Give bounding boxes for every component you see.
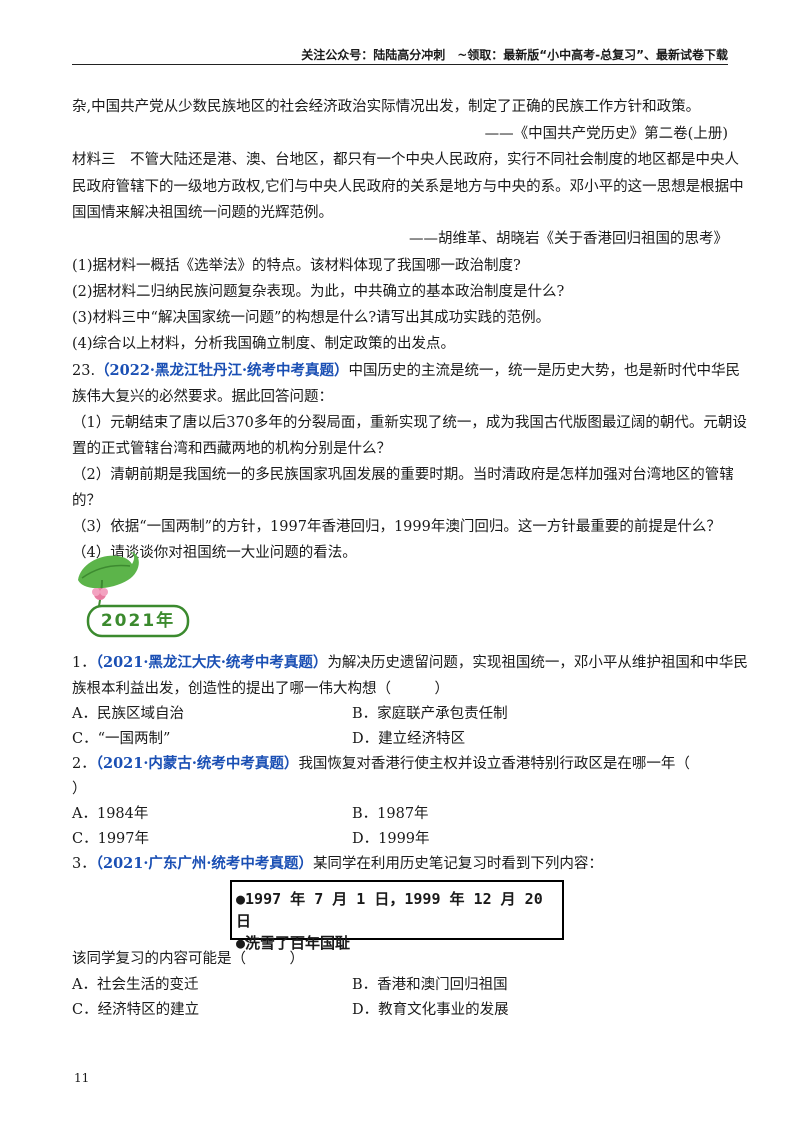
q23-part2-line1: （2）清朝前期是我国统一的多民族国家巩固发展的重要时期。当时清政府是怎样加强对台… bbox=[72, 467, 734, 483]
q1-option-d[interactable]: D．建立经济特区 bbox=[352, 731, 466, 747]
q2-stem-line2: ） bbox=[72, 781, 87, 797]
history-note-box: ●1997 年 7 月 1 日，1999 年 12 月 20 日 ●洗雪了百年国… bbox=[230, 880, 564, 952]
year-badge: 2021年 bbox=[72, 550, 198, 642]
q2-option-a[interactable]: A．1984年 bbox=[72, 806, 149, 822]
q22-part3: (3)材料三中“解决国家统一问题”的构想是什么?请写出其成功实践的范例。 bbox=[72, 310, 551, 326]
q22-part2: (2)据材料二归纳民族问题复杂表现。为此，中共确立的基本政治制度是什么? bbox=[72, 284, 565, 300]
q3-source: （2021·广东广州·统考中考真题） bbox=[95, 855, 313, 872]
page-header: 关注公众号：陆陆高分冲刺 ~领取：最新版“小中高考-总复习”、最新试卷下载 bbox=[301, 48, 728, 62]
q23-stem-line2: 族伟大复兴的必然要求。据此回答问题： bbox=[72, 389, 333, 405]
q23-stem-line1: 23.（2022·黑龙江牡丹江·统考中考真题）中国历史的主流是统一，统一是历史大… bbox=[72, 362, 740, 379]
header-rule bbox=[72, 64, 728, 65]
q3-option-a[interactable]: A．社会生活的变迁 bbox=[72, 977, 199, 993]
q1-stem-text: 为解决历史遗留问题，实现祖国统一，邓小平从维护祖国和中华民 bbox=[327, 655, 748, 671]
lotus-leaf-icon bbox=[78, 551, 190, 638]
year-badge-label: 2021年 bbox=[100, 611, 176, 631]
q3-stem-text: 某同学在利用历史笔记复习时看到下列内容： bbox=[312, 856, 603, 872]
material2-source: ——《中国共产党历史》第二卷(上册) bbox=[484, 126, 728, 142]
q3-stem-line1: 3．（2021·广东广州·统考中考真题）某同学在利用历史笔记复习时看到下列内容： bbox=[72, 855, 728, 872]
q3-number: 3． bbox=[72, 856, 96, 872]
q23-part4: （4）请谈谈你对祖国统一大业问题的看法。 bbox=[72, 545, 357, 561]
q23-number: 23. bbox=[72, 363, 96, 379]
q22-part4: (4)综合以上材料，分析我国确立制度、制定政策的出发点。 bbox=[72, 336, 456, 352]
q2-stem-line1: 2．（2021·内蒙古·统考中考真题）我国恢复对香港行使主权并设立香港特别行政区… bbox=[72, 755, 728, 772]
q2-stem-text: 我国恢复对香港行使主权并设立香港特别行政区是在哪一年（ bbox=[298, 756, 690, 772]
q1-option-a[interactable]: A．民族区域自治 bbox=[72, 706, 184, 722]
q23-part1-line2: 置的正式管辖台湾和西藏两地的机构分别是什么？ bbox=[72, 441, 391, 457]
material3-line3: 国国情来解决祖国统一问题的光辉范例。 bbox=[72, 205, 333, 221]
q1-source: （2021·黑龙江大庆·统考中考真题） bbox=[95, 654, 328, 671]
q1-option-c[interactable]: C．“一国两制” bbox=[72, 731, 171, 747]
q2-source: （2021·内蒙古·统考中考真题） bbox=[95, 755, 299, 772]
q23-part1-line1: （1）元朝结束了唐以后370多年的分裂局面，重新实现了统一，成为我国古代版图最辽… bbox=[72, 415, 747, 431]
note-line2: ●洗雪了百年国耻 bbox=[236, 934, 351, 952]
q23-source: （2022·黑龙江牡丹江·统考中考真题） bbox=[95, 362, 349, 379]
material2-text: 杂,中国共产党从少数民族地区的社会经济政治实际情况出发，制定了正确的民族工作方针… bbox=[72, 99, 701, 115]
material3-line2: 民政府管辖下的一级地方政权,它们与中央人民政府的关系是地方与中央的系。邓小平的这… bbox=[72, 179, 744, 195]
q1-stem-line2: 族根本利益出发，创造性的提出了哪一伟大构想（ ） bbox=[72, 681, 449, 697]
q1-stem-line1: 1．（2021·黑龙江大庆·统考中考真题）为解决历史遗留问题，实现祖国统一，邓小… bbox=[72, 654, 748, 671]
q23-part2-line2: 的？ bbox=[72, 493, 101, 509]
q1-option-b[interactable]: B．家庭联产承包责任制 bbox=[352, 706, 508, 722]
q2-option-d[interactable]: D．1999年 bbox=[352, 831, 430, 847]
page-number: 11 bbox=[74, 1071, 90, 1085]
q2-option-c[interactable]: C．1997年 bbox=[72, 831, 149, 847]
material3-source: ——胡维革、胡晓岩《关于香港回归祖国的思考》 bbox=[409, 231, 728, 247]
q23-part3: （3）依据“一国两制”的方针，1997年香港回归，1999年澳门回归。这一方针最… bbox=[72, 519, 721, 535]
q3-option-d[interactable]: D．教育文化事业的发展 bbox=[352, 1002, 509, 1018]
material3-line1: 材料三 不管大陆还是港、澳、台地区，都只有一个中央人民政府，实行不同社会制度的地… bbox=[72, 152, 739, 168]
q23-stem-text: 中国历史的主流是统一，统一是历史大势，也是新时代中华民 bbox=[348, 363, 741, 379]
q22-part1: (1)据材料一概括《选举法》的特点。该材料体现了我国哪一政治制度? bbox=[72, 258, 521, 274]
q2-number: 2． bbox=[72, 756, 96, 772]
q3-option-c[interactable]: C．经济特区的建立 bbox=[72, 1002, 200, 1018]
q3-stem-line2: 该同学复习的内容可能是（ ） bbox=[72, 951, 304, 967]
q3-option-b[interactable]: B．香港和澳门回归祖国 bbox=[352, 977, 508, 993]
q2-option-b[interactable]: B．1987年 bbox=[352, 806, 429, 822]
note-line1: ●1997 年 7 月 1 日，1999 年 12 月 20 日 bbox=[236, 890, 543, 930]
q1-number: 1． bbox=[72, 655, 96, 671]
